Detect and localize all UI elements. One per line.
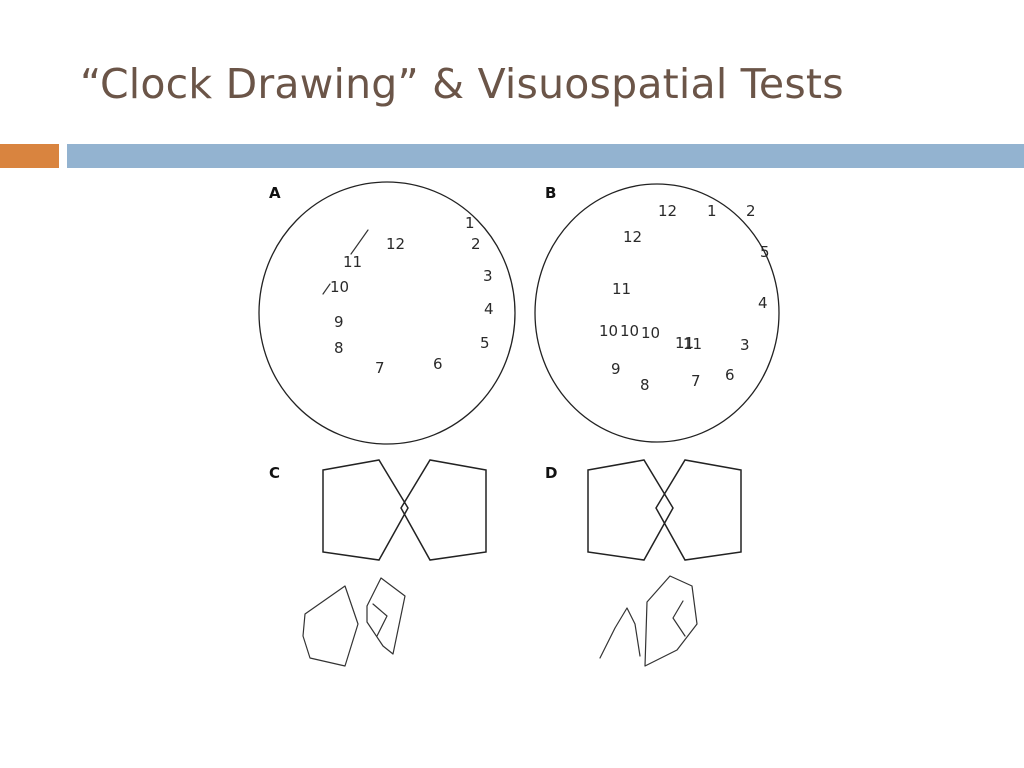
clock-b-number: 8 bbox=[640, 376, 650, 394]
clock-b-number: 10 bbox=[599, 322, 618, 340]
drawn-pentagon-right-c bbox=[366, 577, 406, 655]
clock-b-number: 10 bbox=[620, 322, 639, 340]
clock-a-number: 11 bbox=[343, 253, 362, 271]
clock-a-number: 7 bbox=[375, 359, 385, 377]
clock-b-number: 5 bbox=[760, 243, 770, 261]
panel-c: C bbox=[269, 459, 487, 667]
panel-d: D bbox=[545, 459, 742, 667]
slide-title: “Clock Drawing” & Visuospatial Tests bbox=[80, 60, 844, 108]
clock-a-number: 3 bbox=[483, 267, 493, 285]
drawn-line-d bbox=[599, 607, 641, 659]
drawn-pentagon-d bbox=[644, 575, 698, 667]
pentagon-right-d bbox=[655, 459, 742, 561]
panel-label-c: C bbox=[269, 464, 280, 482]
clock-a-number: 12 bbox=[386, 235, 405, 253]
drawn-pentagon-left-c bbox=[302, 585, 359, 667]
pentagon-left-d bbox=[587, 459, 674, 561]
clock-a-number: 6 bbox=[433, 355, 443, 373]
panel-label-a: A bbox=[269, 184, 281, 202]
panel-b: B 12 1 2 3 4 5 6 7 8 9 10 11 12 11 10 10… bbox=[534, 183, 780, 443]
clock-drawing-figure: A 12 2 3 4 5 6 7 8 9 10 11 1 B 12 1 2 3 … bbox=[255, 176, 785, 696]
panel-a: A 12 2 3 4 5 6 7 8 9 10 11 1 bbox=[258, 181, 516, 445]
tick-mark-a bbox=[350, 229, 369, 255]
clock-b-number: 11 bbox=[612, 280, 631, 298]
clock-b-number: 9 bbox=[611, 360, 621, 378]
tick-mark-a-2 bbox=[322, 283, 331, 295]
clock-a-number: 9 bbox=[334, 313, 344, 331]
clock-b-number: 12 bbox=[658, 202, 677, 220]
clock-a-number: 1 bbox=[465, 214, 475, 232]
pentagon-left-c bbox=[322, 459, 409, 561]
clock-face-b bbox=[534, 183, 780, 443]
clock-b-number: 11 bbox=[683, 335, 702, 353]
clock-a-number: 8 bbox=[334, 339, 344, 357]
clock-b-number: 4 bbox=[758, 294, 768, 312]
clock-a-number: 4 bbox=[484, 300, 494, 318]
panel-label-d: D bbox=[545, 464, 557, 482]
clock-b-number: 7 bbox=[691, 372, 701, 390]
clock-a-number: 5 bbox=[480, 334, 490, 352]
clock-b-number: 3 bbox=[740, 336, 750, 354]
accent-bar-orange bbox=[0, 144, 59, 168]
drawn-overlap-c bbox=[372, 603, 388, 637]
clock-b-number: 10 bbox=[641, 324, 660, 342]
clock-face-a bbox=[258, 181, 516, 445]
accent-bar-blue bbox=[67, 144, 1024, 168]
panel-label-b: B bbox=[545, 184, 556, 202]
clock-b-number: 2 bbox=[746, 202, 756, 220]
clock-a-number: 2 bbox=[471, 235, 481, 253]
pentagon-right-c bbox=[400, 459, 487, 561]
clock-b-number: 6 bbox=[725, 366, 735, 384]
clock-a-number: 10 bbox=[330, 278, 349, 296]
clock-b-number: 12 bbox=[623, 228, 642, 246]
drawn-inner-d bbox=[672, 600, 686, 637]
clock-b-number: 1 bbox=[707, 202, 717, 220]
clock-b-number: 11 bbox=[675, 334, 694, 352]
